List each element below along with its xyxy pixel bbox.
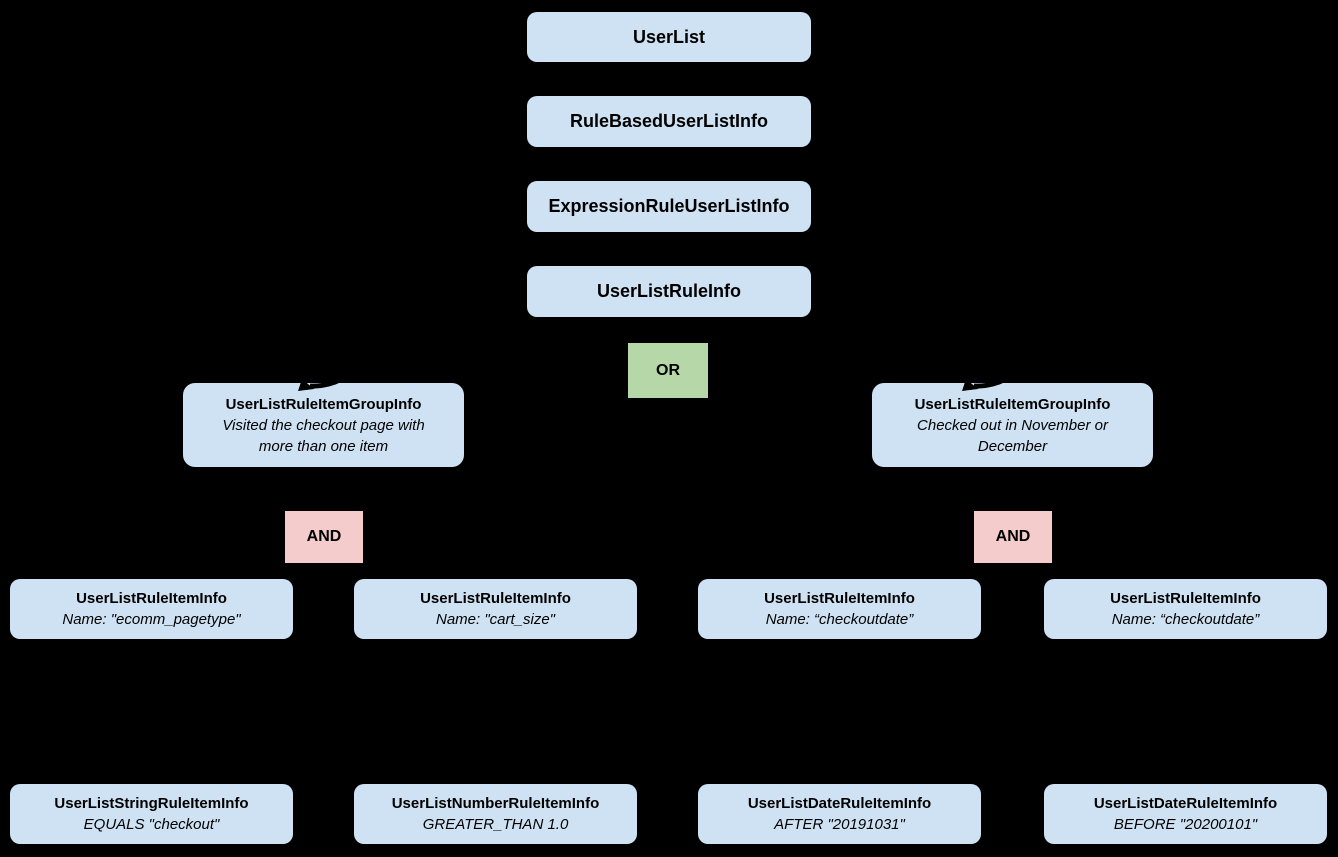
node-expressionruleuserlistinfo-label: ExpressionRuleUserListInfo: [548, 196, 790, 216]
node-group-left: UserListRuleItemGroupInfo Visited the ch…: [183, 383, 464, 467]
or-operator-label: OR: [656, 361, 680, 379]
node-group-left-subtitle-line2: more than one item: [258, 437, 389, 455]
node-leaf-string-title: UserListStringRuleItemInfo: [54, 795, 249, 812]
node-leaf-string-subtitle: EQUALS "checkout": [83, 816, 220, 833]
node-group-left-subtitle-line1: Visited the checkout page with: [222, 416, 425, 434]
node-group-right: UserListRuleItemGroupInfo Checked out in…: [872, 383, 1153, 467]
node-or-operator: OR: [628, 343, 708, 398]
node-leaf-number-title: UserListNumberRuleItemInfo: [391, 795, 600, 812]
node-and-right: AND: [974, 511, 1052, 563]
node-userlist-label: UserList: [632, 26, 706, 47]
and-left-label: AND: [306, 528, 342, 545]
node-rulebaseduserlistinfo: RuleBasedUserListInfo: [527, 96, 811, 147]
node-item-checkoutdate-2-title: UserListRuleItemInfo: [1110, 590, 1261, 607]
node-item-checkoutdate-2-subtitle: Name: “checkoutdate”: [1111, 611, 1260, 628]
node-item-checkoutdate-1-title: UserListRuleItemInfo: [764, 590, 915, 607]
node-leaf-string: UserListStringRuleItemInfo EQUALS "check…: [10, 784, 293, 844]
and-right-label: AND: [995, 528, 1031, 545]
node-rulebaseduserlistinfo-label: RuleBasedUserListInfo: [569, 111, 769, 131]
node-group-left-title: UserListRuleItemGroupInfo: [225, 395, 422, 413]
node-leaf-date-after-title: UserListDateRuleItemInfo: [747, 795, 932, 812]
node-userlistruleinfo-label: UserListRuleInfo: [596, 281, 742, 301]
node-leaf-number: UserListNumberRuleItemInfo GREATER_THAN …: [354, 784, 637, 844]
node-leaf-date-after-subtitle: AFTER "20191031": [774, 816, 905, 833]
node-leaf-date-after: UserListDateRuleItemInfo AFTER "20191031…: [698, 784, 981, 844]
node-leaf-date-before-title: UserListDateRuleItemInfo: [1093, 795, 1278, 812]
node-item-cart-size-title: UserListRuleItemInfo: [420, 590, 571, 607]
node-leaf-date-before-subtitle: BEFORE "20200101": [1113, 816, 1258, 833]
node-item-checkoutdate-1-subtitle: Name: “checkoutdate”: [765, 611, 914, 628]
node-item-ecomm-pagetype-title: UserListRuleItemInfo: [76, 590, 227, 607]
node-item-checkoutdate-1: UserListRuleItemInfo Name: “checkoutdate…: [698, 579, 981, 639]
node-leaf-date-before: UserListDateRuleItemInfo BEFORE "2020010…: [1044, 784, 1327, 844]
node-item-ecomm-pagetype-subtitle: Name: "ecomm_pagetype": [62, 611, 241, 628]
node-group-right-subtitle-line2: December: [977, 437, 1048, 455]
node-expressionruleuserlistinfo: ExpressionRuleUserListInfo: [527, 181, 811, 232]
node-userlist: UserList: [527, 12, 811, 62]
node-leaf-number-subtitle: GREATER_THAN 1.0: [422, 816, 569, 833]
node-item-checkoutdate-2: UserListRuleItemInfo Name: “checkoutdate…: [1044, 579, 1327, 639]
node-item-ecomm-pagetype: UserListRuleItemInfo Name: "ecomm_pagety…: [10, 579, 293, 639]
node-and-left: AND: [285, 511, 363, 563]
node-group-right-title: UserListRuleItemGroupInfo: [914, 395, 1111, 413]
node-item-cart-size: UserListRuleItemInfo Name: "cart_size": [354, 579, 637, 639]
node-item-cart-size-subtitle: Name: "cart_size": [435, 611, 556, 628]
node-userlistruleinfo: UserListRuleInfo: [527, 266, 811, 317]
node-group-right-subtitle-line1: Checked out in November or: [917, 416, 1108, 434]
